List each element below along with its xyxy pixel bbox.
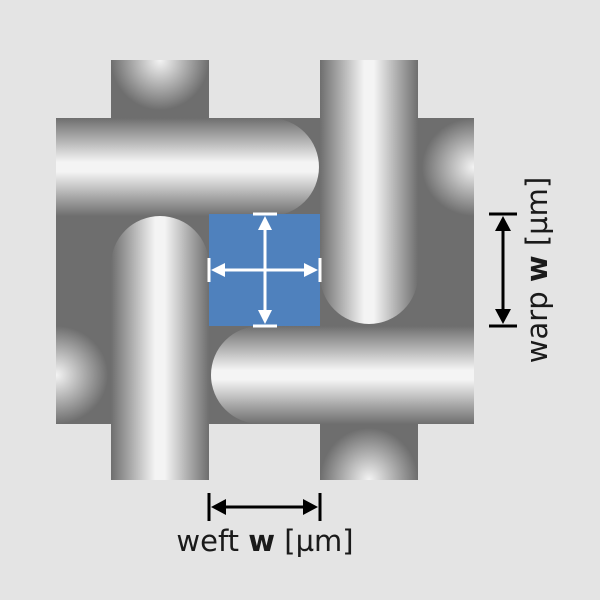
- warp-wire-left: [111, 216, 209, 480]
- wire-stub-left: [56, 326, 108, 424]
- weft-wire-top: [56, 118, 319, 216]
- wire-stub-right: [422, 118, 474, 216]
- warp-wire-right: [320, 60, 418, 324]
- weft-dimension-arrow: [207, 493, 322, 521]
- weft-wire-bottom: [211, 326, 474, 424]
- warp-dimension-arrow: [489, 212, 517, 328]
- warp-label: warp w [µm]: [520, 177, 554, 363]
- weft-label: weft w [µm]: [176, 524, 353, 558]
- wire-stub-top: [111, 60, 209, 110]
- aperture-arrows: [207, 212, 322, 328]
- wire-stub-bottom: [320, 428, 418, 480]
